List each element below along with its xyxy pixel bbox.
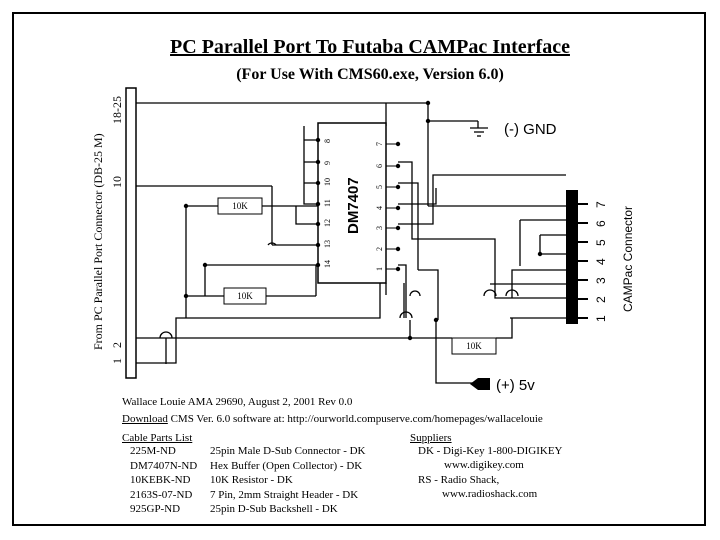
gnd-symbol bbox=[470, 127, 488, 137]
junction bbox=[183, 293, 189, 299]
db25-pin-18-25-label: 18-25 bbox=[110, 96, 124, 124]
credit-line: Wallace Louie AMA 29690, August 2, 2001 … bbox=[122, 396, 353, 408]
diagram-frame bbox=[12, 12, 706, 526]
chip-pin-label: 11 bbox=[323, 199, 332, 207]
chip-pin-label: 9 bbox=[323, 161, 332, 165]
chip-pin-label: 13 bbox=[323, 240, 332, 248]
campac-wires bbox=[490, 219, 566, 319]
chip-pin-label: 10 bbox=[323, 178, 332, 186]
supplier-line: DK - Digi-Key 1-800-DIGIKEY bbox=[418, 445, 563, 457]
vcc-arrow-icon bbox=[470, 378, 490, 390]
part-number: 2163S-07-ND bbox=[130, 488, 193, 501]
page-title: PC Parallel Port To Futaba CAMPac Interf… bbox=[170, 36, 570, 58]
part-number: DM7407N-ND bbox=[130, 459, 198, 472]
part-description: 25pin Male D-Sub Connector - DK bbox=[210, 445, 366, 457]
download-link[interactable]: Download bbox=[122, 413, 168, 425]
chip-pin-label: 5 bbox=[375, 185, 384, 189]
campac-pin-label: 7 bbox=[594, 201, 608, 208]
gnd-wire bbox=[136, 102, 479, 206]
resistor-label: 10K bbox=[237, 291, 253, 301]
db25-pin-1-label: 1 bbox=[110, 358, 124, 364]
supplier-line: www.digikey.com bbox=[444, 459, 524, 471]
chip-pin-label: 14 bbox=[323, 260, 332, 268]
junction bbox=[425, 118, 431, 124]
suppliers-heading: Suppliers bbox=[410, 432, 452, 444]
junction bbox=[425, 100, 431, 106]
chip-pin-dot bbox=[315, 201, 321, 207]
db25-pin-10-label: 10 bbox=[110, 176, 124, 188]
db25-connector: From PC Parallel Port Connector (DB-25 M… bbox=[91, 87, 137, 379]
junctions bbox=[183, 100, 543, 341]
junction bbox=[183, 203, 189, 209]
res1-wire bbox=[185, 205, 318, 318]
part-number: 925GP-ND bbox=[130, 503, 181, 515]
pin2-wire bbox=[136, 283, 381, 364]
part-number: 225M-ND bbox=[130, 445, 176, 457]
chip-out-wires bbox=[398, 161, 566, 320]
part-description: 7 Pin, 2mm Straight Header - DK bbox=[210, 488, 359, 501]
campac-pin-label: 1 bbox=[594, 315, 608, 322]
campac-pin-label: 6 bbox=[594, 220, 608, 227]
chip-pin-label: 2 bbox=[375, 247, 384, 251]
campac-connector-body bbox=[566, 190, 578, 324]
chip-top-wires bbox=[303, 126, 318, 205]
chip-pin-dot bbox=[315, 180, 321, 186]
chip-pin-label: 8 bbox=[323, 139, 332, 143]
campac-pin-label: 5 bbox=[594, 239, 608, 246]
pin10-wire bbox=[136, 185, 318, 246]
chip-pin-label: 1 bbox=[375, 267, 384, 271]
resistors: 10K 10K 10K bbox=[217, 197, 497, 355]
page-subtitle: (For Use With CMS60.exe, Version 6.0) bbox=[236, 66, 504, 83]
dm7407-chip: DM7407 8 9 10 11 12 13 14 7 6 5 4 3 2 1 bbox=[315, 122, 401, 284]
download-line: Download CMS Ver. 6.0 software at: http:… bbox=[122, 413, 543, 426]
chip-pin-label: 3 bbox=[375, 226, 384, 230]
resistor-box bbox=[451, 337, 497, 355]
chip-pin-dot bbox=[315, 242, 321, 248]
campac-connector-label: CAMPac Connector bbox=[621, 206, 635, 312]
campac-connector: 1 2 3 4 5 6 7 CAMPac Connector bbox=[566, 190, 635, 324]
part-description: 25pin D-Sub Backshell - DK bbox=[210, 503, 338, 515]
part-description: Hex Buffer (Open Collector) - DK bbox=[210, 459, 363, 472]
chip-pin-label: 7 bbox=[375, 142, 384, 146]
chip-pin-dot bbox=[315, 221, 321, 227]
junction bbox=[433, 317, 439, 323]
parts-heading: Cable Parts List bbox=[122, 432, 193, 444]
chip-pin-dot bbox=[315, 137, 321, 143]
chip-bottom-stubs bbox=[385, 283, 405, 318]
resistor-label: 10K bbox=[232, 201, 248, 211]
resistor-box bbox=[217, 197, 263, 215]
junction bbox=[537, 251, 543, 257]
campac-pin-label: 2 bbox=[594, 296, 608, 303]
supplier-line: www.radioshack.com bbox=[442, 488, 538, 500]
chip-pin-label: 12 bbox=[323, 219, 332, 227]
chip-pin-label: 6 bbox=[375, 164, 384, 168]
campac-pin-label: 4 bbox=[594, 258, 608, 265]
db25-connector-body bbox=[125, 87, 137, 379]
resistor-label: 10K bbox=[466, 341, 482, 351]
part-number: 10KEBK-ND bbox=[130, 474, 191, 486]
chip-name: DM7407 bbox=[345, 177, 362, 234]
part-description: 10K Resistor - DK bbox=[210, 474, 293, 486]
chip-pin-label: 4 bbox=[375, 206, 384, 210]
wire-hops bbox=[159, 242, 519, 339]
vcc-label: (+) 5v bbox=[496, 377, 535, 394]
download-text: CMS Ver. 6.0 software at: http://ourworl… bbox=[167, 413, 543, 425]
chip-body bbox=[317, 122, 387, 284]
junction bbox=[407, 335, 413, 341]
db25-pin-2-label: 2 bbox=[110, 342, 124, 348]
chip-pin-dot bbox=[315, 159, 321, 165]
campac-pin-label: 3 bbox=[594, 277, 608, 284]
gnd-label: (-) GND bbox=[504, 121, 557, 138]
junction bbox=[202, 262, 208, 268]
db25-connector-label: From PC Parallel Port Connector (DB-25 M… bbox=[91, 133, 105, 350]
resistor-box bbox=[223, 287, 267, 305]
supplier-line: RS - Radio Shack, bbox=[418, 474, 500, 486]
chip-pin-dot bbox=[315, 262, 321, 268]
